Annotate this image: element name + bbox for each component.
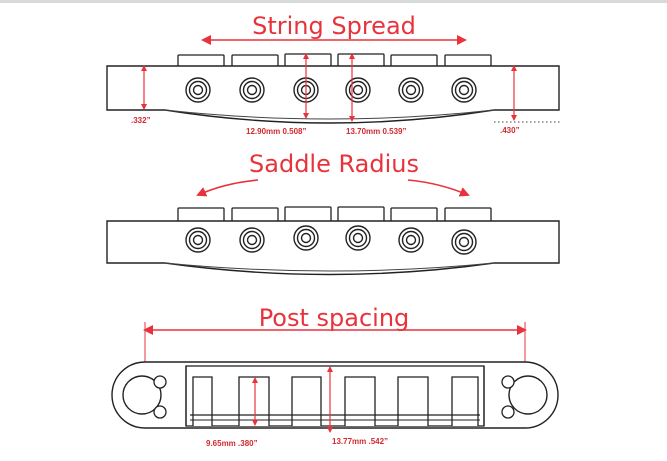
- post-spacing-section: Post spacing: [111, 304, 559, 448]
- bridge-body-2: [106, 220, 560, 276]
- bridge-body: [106, 65, 560, 124]
- saddle-radius-title: Saddle Radius: [249, 150, 419, 178]
- saddle-frame: [185, 365, 485, 427]
- radius-arrow-left: [196, 179, 259, 197]
- left-post: [122, 375, 167, 419]
- slot-depth-label: 13.77mm .542”: [332, 437, 388, 446]
- left-post-hole: [122, 375, 162, 415]
- saddle-a-label: 12.90mm 0.508”: [246, 127, 307, 136]
- top-border: [0, 0, 667, 3]
- right-post: [501, 375, 548, 419]
- left-screw-hole-top: [153, 375, 167, 389]
- right-screw-hole-top: [501, 375, 515, 389]
- saddle-b-label: 13.70mm 0.539”: [346, 127, 407, 136]
- right-height-label: .430”: [500, 126, 520, 135]
- saddle-row: [177, 53, 492, 68]
- saddle-row-2: [177, 206, 492, 223]
- saddle-screws-2: [185, 225, 477, 255]
- string-spread-title: String Spread: [252, 12, 416, 40]
- left-height-label: .332”: [131, 116, 151, 125]
- saddle-radius-section: Saddle Radius: [106, 150, 560, 276]
- slot-width-label: 9.65mm .380”: [206, 439, 258, 448]
- post-spacing-title: Post spacing: [259, 304, 410, 332]
- left-screw-hole-bottom: [153, 405, 167, 419]
- radius-arrow-right: [407, 179, 470, 197]
- saddle-slots: [192, 376, 479, 426]
- right-post-hole: [508, 375, 548, 415]
- string-spread-section: String Spread: [106, 12, 562, 136]
- right-screw-hole-bottom: [501, 405, 515, 419]
